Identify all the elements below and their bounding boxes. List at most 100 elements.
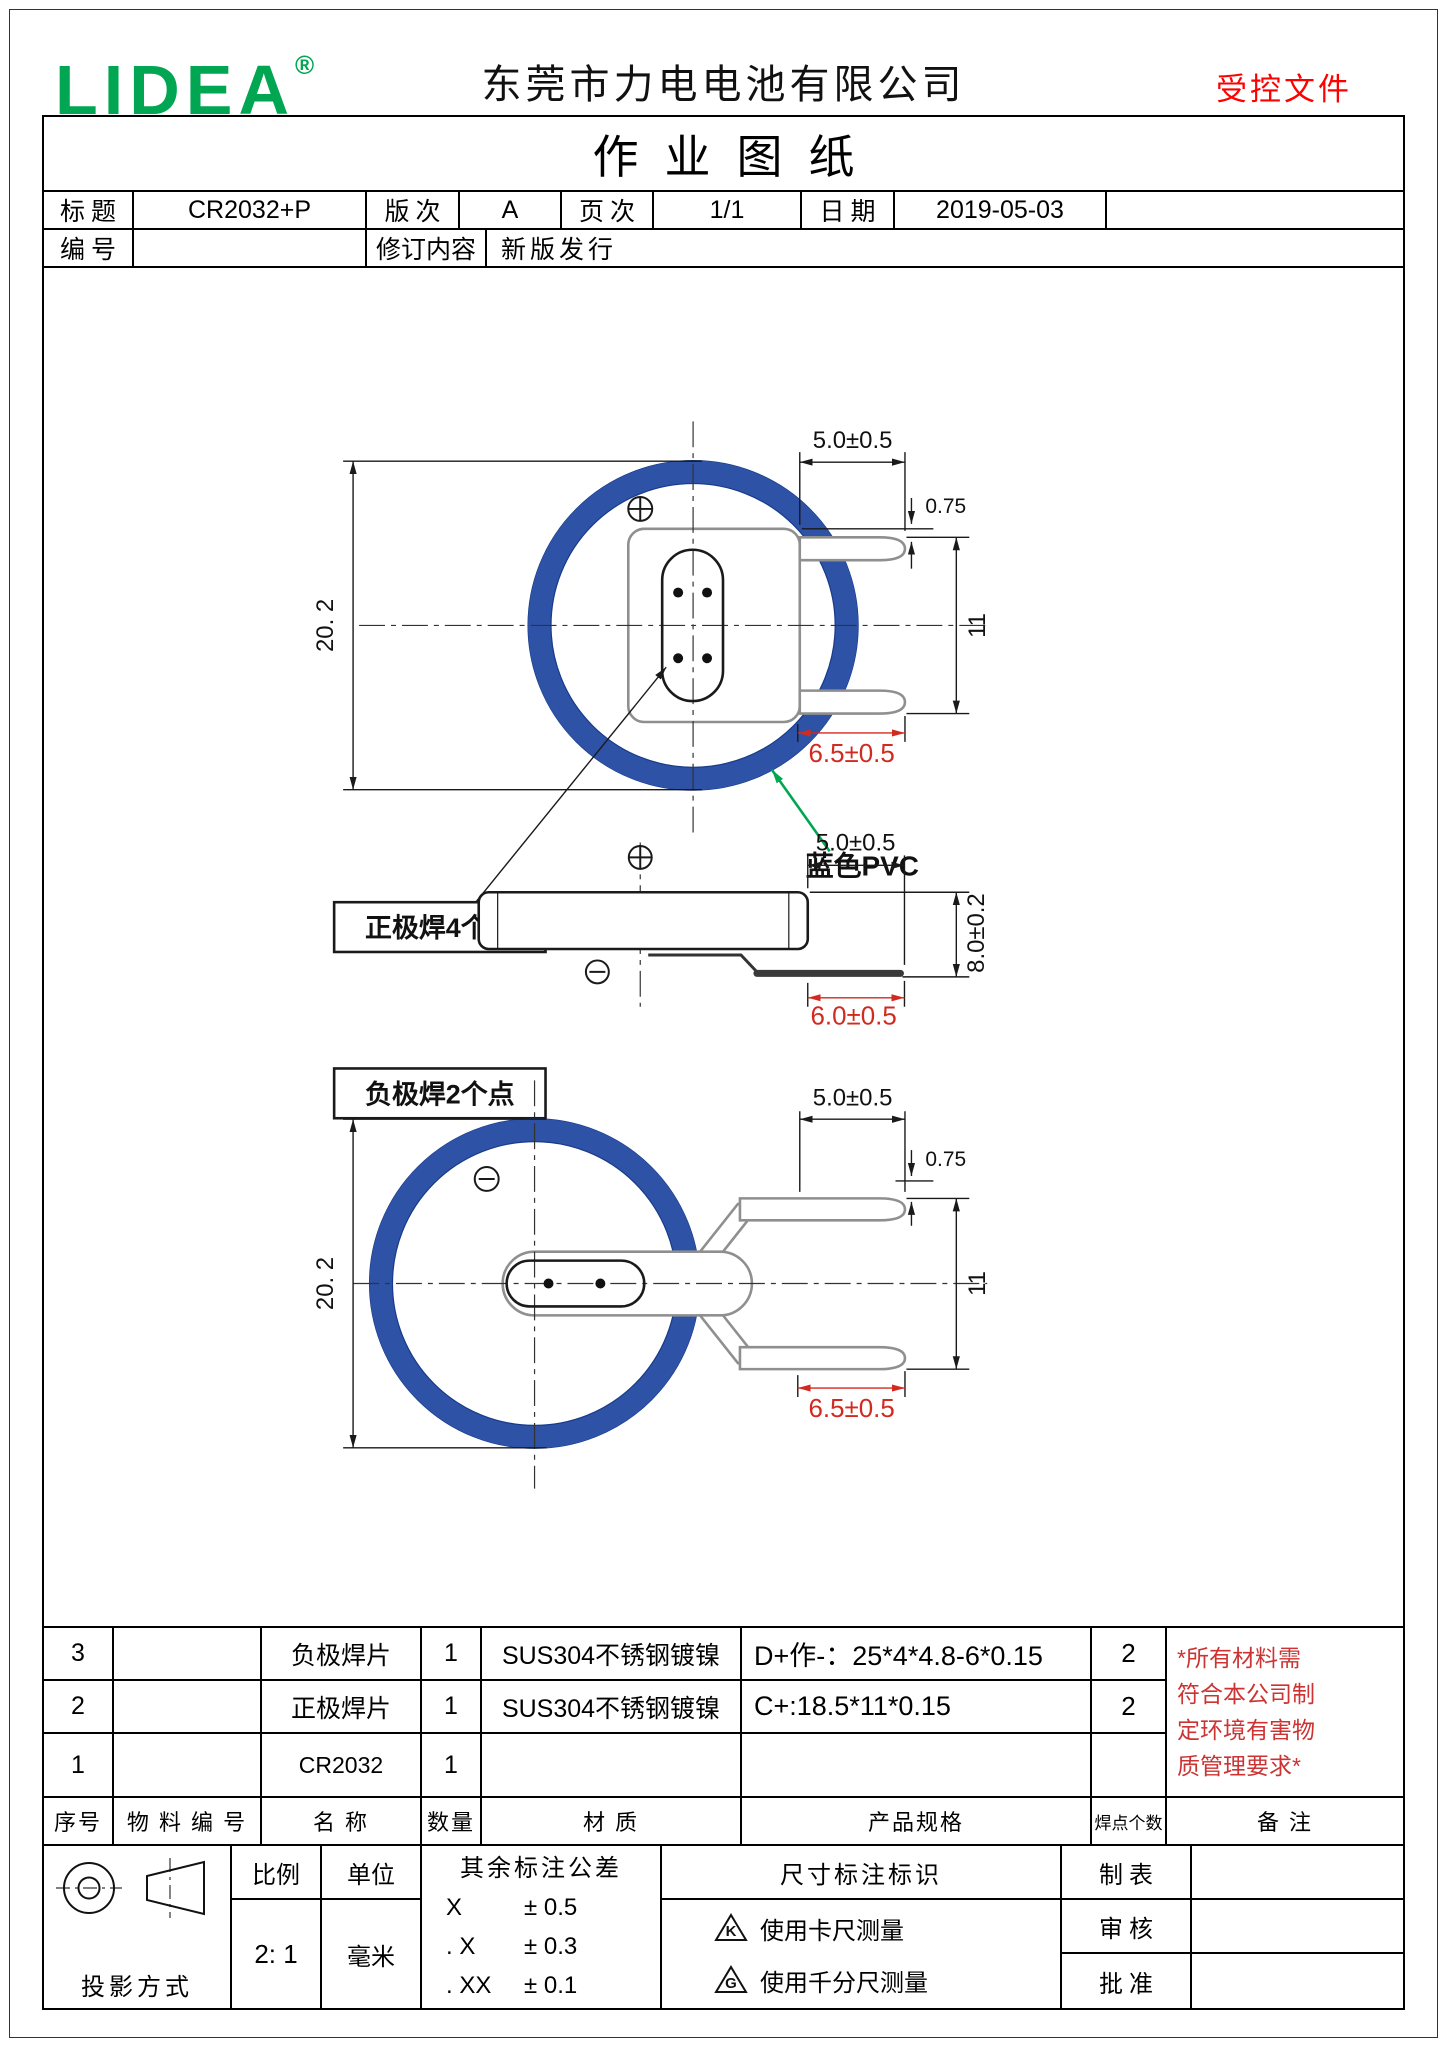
micrometer-mark-icon: G	[714, 1965, 748, 1993]
blue-pvc-callout: 蓝色PVC	[770, 769, 919, 881]
top-view: 20. 2 5.0±0.5 0.75	[312, 421, 991, 954]
maker-value	[1192, 1846, 1403, 1900]
svg-text:5.0±0.5: 5.0±0.5	[813, 1084, 893, 1111]
part-row-3-name: 负极焊片	[262, 1628, 422, 1681]
svg-text:8.0±0.2: 8.0±0.2	[963, 893, 990, 973]
registered-trademark-icon: ®	[295, 50, 315, 80]
dimension-tab-length-side: 5.0±0.5	[807, 829, 906, 965]
dimension-diameter-bottom: 20. 2	[312, 1118, 547, 1449]
tolerance-value: ± 0.1	[524, 1971, 578, 1999]
parts-header-material: 材 质	[482, 1798, 742, 1846]
tolerance-digits: X	[446, 1893, 463, 1921]
tolerance-value: ± 0.3	[524, 1932, 578, 1960]
parts-header-weld-points: 焊点个数	[1092, 1798, 1167, 1846]
dimension-height-side: 8.0±0.2	[809, 891, 990, 978]
materials-note: *所有材料需 符合本公司制 定环境有害物 质管理要求*	[1167, 1628, 1403, 1798]
part-row-3-qty: 1	[422, 1628, 482, 1681]
title-block-row-2: 编号 修订内容 新版发行	[44, 230, 1403, 268]
battery-body-side	[477, 890, 810, 951]
part-row-3-material: SUS304不锈钢镀镍	[482, 1628, 742, 1681]
tolerance-row: . XX ± 0.1	[422, 1966, 660, 2005]
tolerance-row: X ± 0.5	[422, 1888, 660, 1927]
tolerance-value: ± 0.5	[524, 1893, 578, 1921]
negative-tab-side	[648, 953, 904, 977]
tolerance-cell: 其余标注公差 X± 0.5 . X± 0.3 . XX± 0.1	[422, 1846, 662, 2008]
positive-pin-upper	[798, 536, 907, 562]
approver-value	[1192, 1954, 1403, 2008]
title-block-row-1: 标题 CR2032+P 版次 A 页次 1/1 日期 2019-05-03	[44, 192, 1403, 230]
title-value: CR2032+P	[134, 192, 367, 228]
page-label: 页次	[562, 192, 654, 228]
dimension-pin-length-top: 6.5±0.5	[797, 716, 906, 768]
dimension-pin-offset-bottom: 0.75	[895, 1148, 966, 1226]
dimension-pin-length-bottom: 6.5±0.5	[797, 1371, 906, 1423]
scale-label: 比例	[232, 1846, 322, 1900]
footer-block: 投影方式 比例 单位 其余标注公差 X± 0.5 . X± 0.3 . XX± …	[44, 1846, 1403, 2008]
version-label: 版次	[367, 192, 460, 228]
parts-header-no: 序号	[44, 1798, 114, 1846]
materials-note-line: *所有材料需	[1177, 1645, 1301, 1671]
dimension-tab-length-top: 5.0±0.5	[799, 427, 906, 531]
version-value: A	[460, 192, 562, 228]
negative-terminal-icon	[473, 1166, 500, 1192]
caliper-mark-icon: K	[714, 1913, 748, 1941]
svg-text:20. 2: 20. 2	[312, 599, 339, 652]
dimension-diameter-top: 20. 2	[312, 460, 703, 791]
caliper-mark-row: K 使用卡尺测量	[662, 1902, 1060, 1954]
part-row-1-material	[482, 1734, 742, 1798]
part-row-3-no: 3	[44, 1628, 114, 1681]
controlled-document-stamp: 受控文件	[1216, 72, 1352, 107]
projection-cell: 投影方式	[44, 1846, 232, 2008]
svg-text:6.0±0.5: 6.0±0.5	[810, 1003, 896, 1031]
side-view: 5.0±0.5 8.0±0.2 6.0±0.5	[332, 829, 990, 1270]
battery-drawing: 20. 2 5.0±0.5 0.75	[312, 421, 991, 1489]
negative-terminal-icon	[584, 959, 610, 985]
svg-text:G: G	[725, 1975, 737, 1992]
svg-text:负极焊2个点: 负极焊2个点	[365, 1079, 515, 1109]
svg-text:6.5±0.5: 6.5±0.5	[808, 1395, 894, 1423]
parts-header-spec: 产品规格	[742, 1798, 1092, 1846]
logo-text: LIDEA	[55, 51, 295, 129]
micrometer-mark-row: G 使用千分尺测量	[662, 1954, 1060, 2006]
part-row-1-name: CR2032	[262, 1734, 422, 1798]
positive-pin-lower	[798, 689, 907, 715]
tolerance-row: . X ± 0.3	[422, 1927, 660, 1966]
weld-spot	[673, 587, 684, 598]
svg-text:6.5±0.5: 6.5±0.5	[808, 740, 894, 768]
weld-spot	[702, 587, 713, 598]
parts-table: 3 负极焊片 1 SUS304不锈钢镀镍 D+作-：25*4*4.8-6*0.1…	[44, 1628, 1403, 1846]
maker-label: 制表	[1062, 1846, 1192, 1900]
page-value: 1/1	[654, 192, 802, 228]
parts-header-name: 名 称	[262, 1798, 422, 1846]
svg-text:K: K	[726, 1923, 737, 1940]
dim-mark-title: 尺寸标注标识	[662, 1846, 1062, 1900]
drawing-area: 20. 2 5.0±0.5 0.75	[44, 268, 1403, 1628]
materials-note-line: 质管理要求*	[1177, 1753, 1301, 1779]
checker-label: 审核	[1062, 1900, 1192, 1954]
can-seam-lines	[497, 892, 790, 949]
svg-text:11: 11	[964, 1271, 991, 1296]
parts-header-material-no: 物 料 编 号	[114, 1798, 262, 1846]
tolerance-digits: . X	[446, 1932, 476, 1960]
materials-note-line: 符合本公司制	[1177, 1681, 1315, 1707]
title-label: 标题	[44, 192, 134, 228]
part-row-1-qty: 1	[422, 1734, 482, 1798]
part-row-2-weld-points: 2	[1092, 1681, 1167, 1734]
dimension-tab-width-top: 11	[906, 536, 991, 715]
date-value: 2019-05-03	[895, 192, 1107, 228]
tolerance-digits: . XX	[446, 1971, 492, 1999]
title-block-spare-cell	[1107, 192, 1403, 228]
revision-label: 修订内容	[367, 230, 487, 266]
weld-spot	[595, 1278, 606, 1289]
part-row-2-material-no	[114, 1681, 262, 1734]
micrometer-mark-text: 使用千分尺测量	[760, 1969, 928, 1997]
positive-terminal-icon	[627, 495, 654, 522]
approver-label: 批准	[1062, 1954, 1192, 2008]
dimension-tab-width-bottom: 11	[906, 1197, 991, 1370]
part-row-3-material-no	[114, 1628, 262, 1681]
part-row-2-material: SUS304不锈钢镀镍	[482, 1681, 742, 1734]
document-title: 作业图纸	[44, 117, 1403, 192]
parts-header-qty: 数量	[422, 1798, 482, 1846]
materials-note-line: 定环境有害物	[1177, 1717, 1315, 1743]
dimension-pin-offset-top: 0.75	[801, 495, 966, 569]
